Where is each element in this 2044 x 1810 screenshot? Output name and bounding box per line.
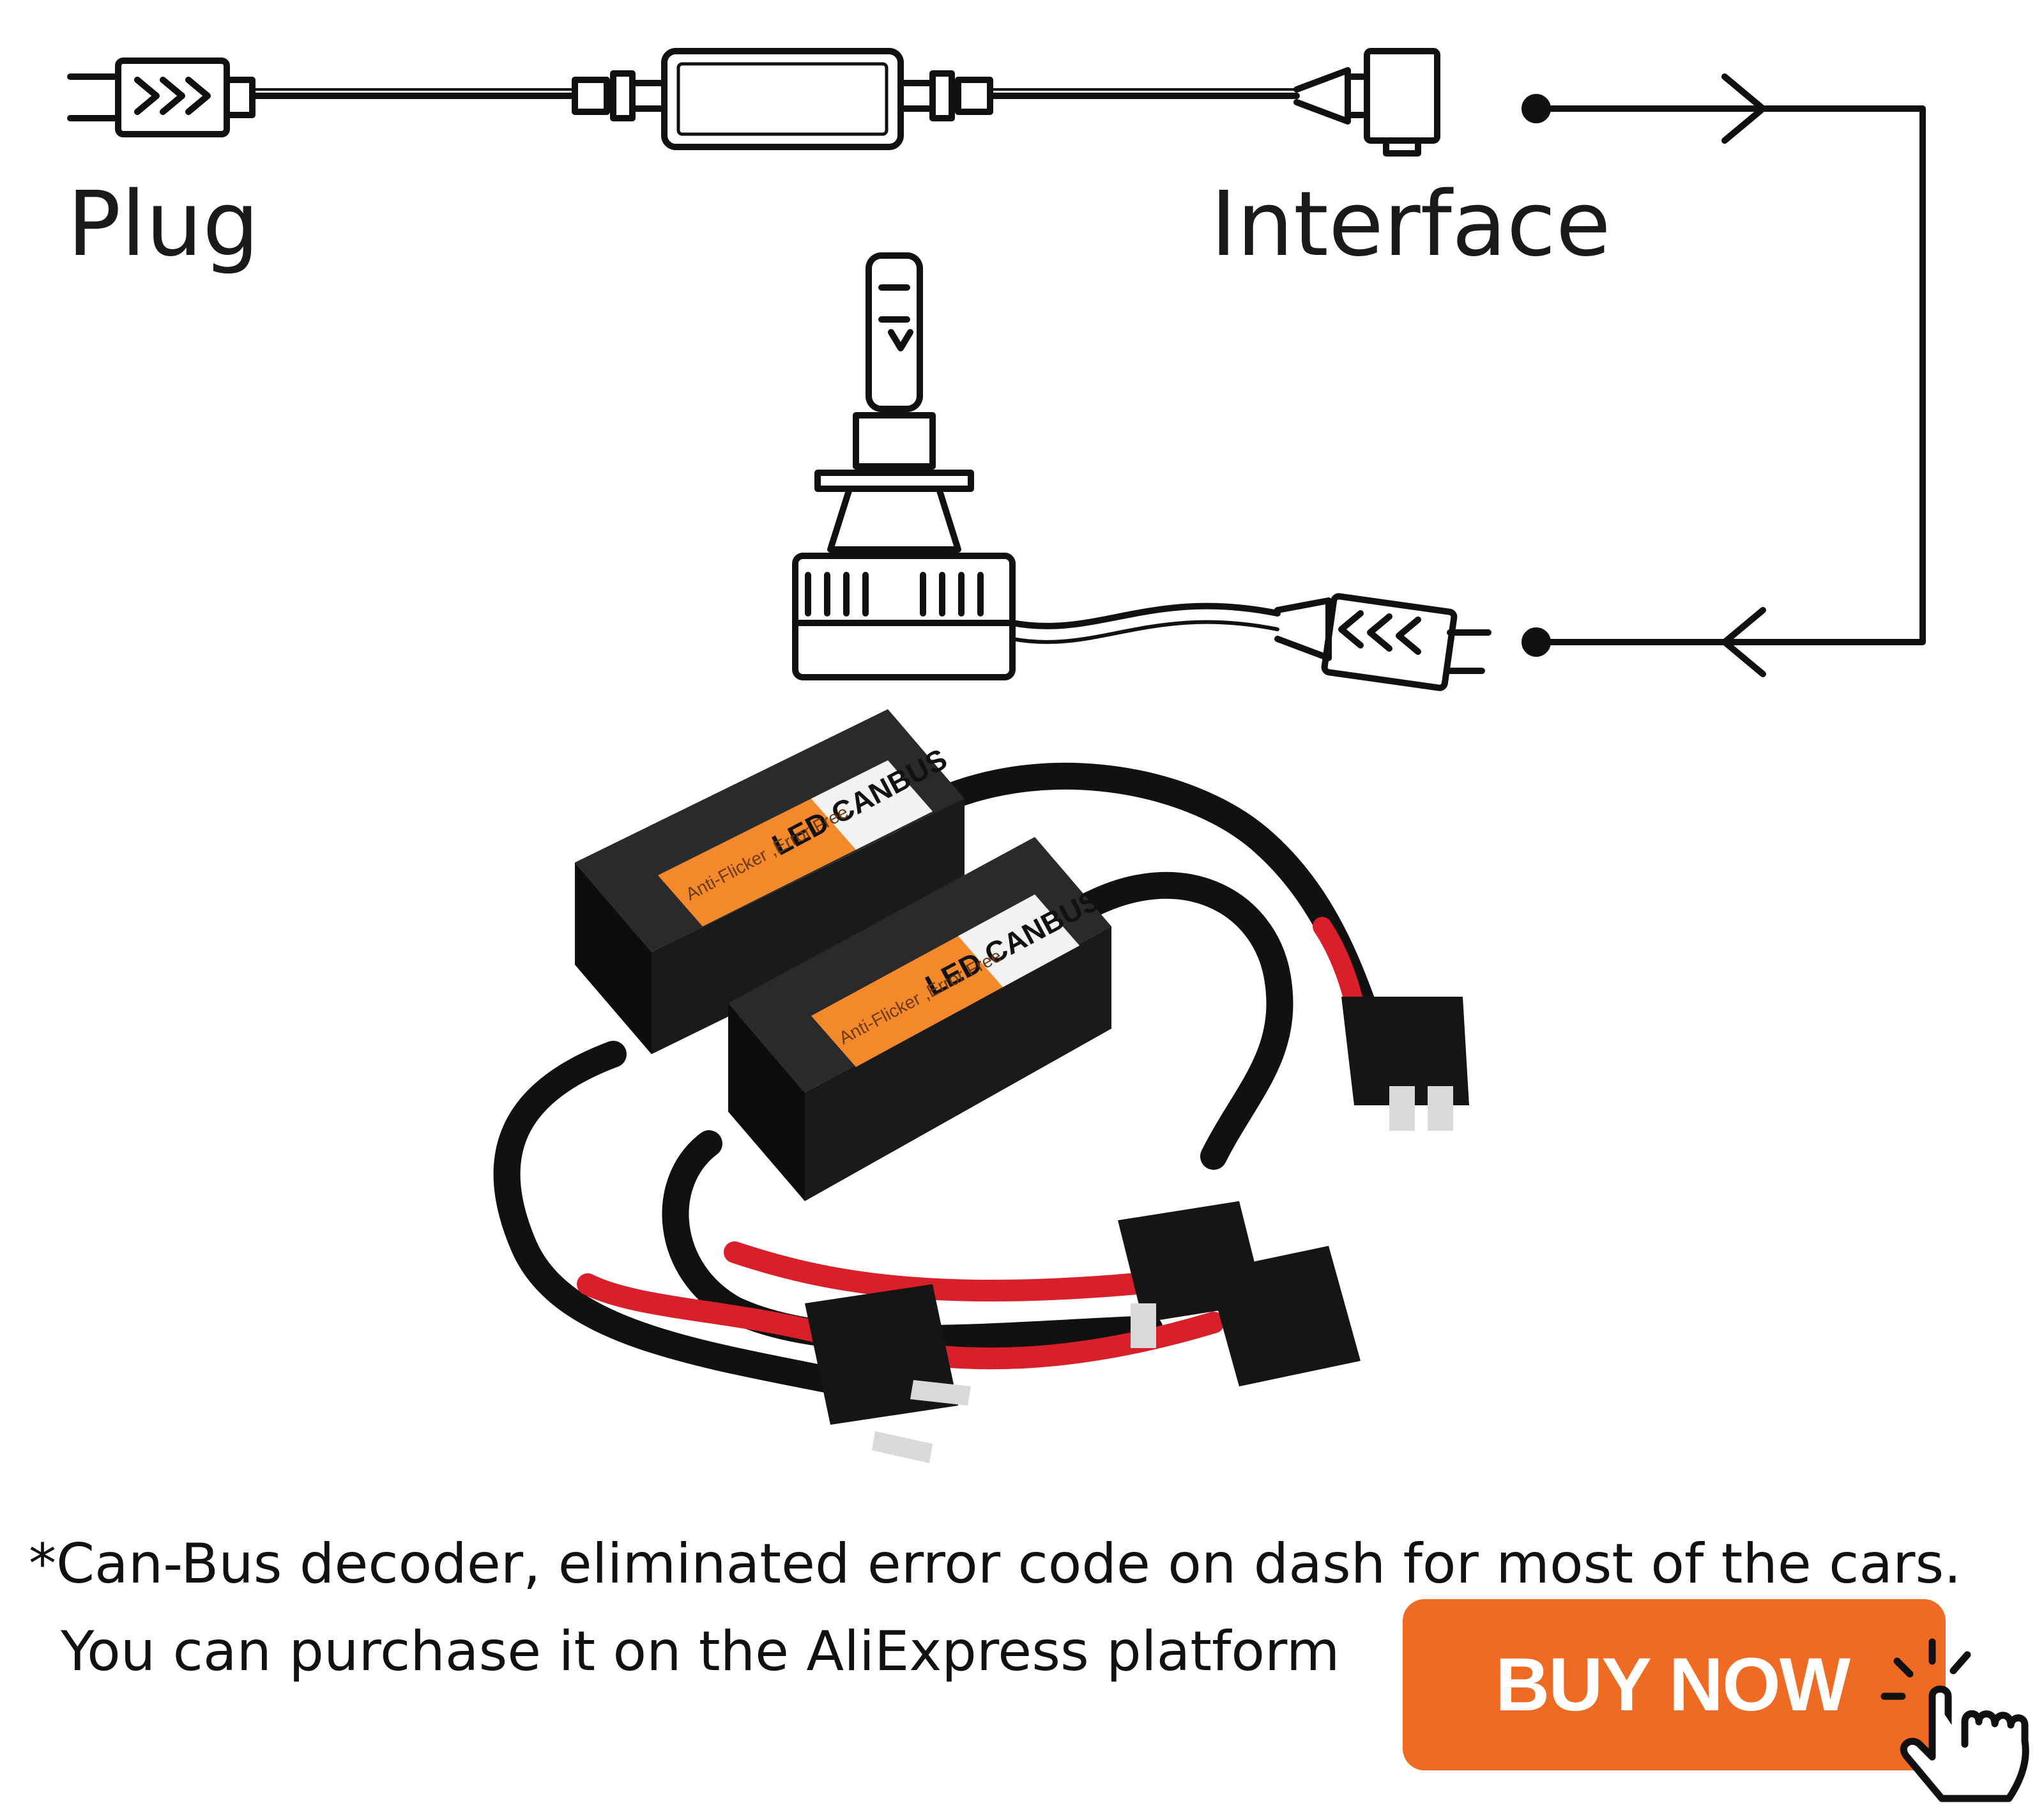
caption-line-2: You can purchase it on the AliExpress pl…: [61, 1620, 1340, 1683]
decoder-box-icon: [661, 48, 904, 150]
canbus-decoder-product-image: LED CANBUS Anti-Flicker ,Error Free LED …: [493, 709, 1469, 1463]
connection-loop-arrow: [1522, 73, 1926, 677]
h7-connector-icon: [805, 997, 1469, 1463]
plug-prongs-icon: [67, 73, 121, 121]
plug-label: Plug: [67, 173, 259, 277]
decoder-box-1-icon: LED CANBUS Anti-Flicker ,Error Free: [575, 709, 965, 1054]
decoder-box-2-icon: LED CANBUS Anti-Flicker ,Error Free: [728, 837, 1111, 1201]
bulb-plug-icon: [1274, 593, 1491, 691]
interface-label: Interface: [1210, 173, 1611, 277]
led-bulb-icon: [792, 252, 1016, 680]
wiring-diagram: [67, 48, 1926, 691]
buy-now-button[interactable]: BUY NOW: [1403, 1599, 1946, 1770]
interface-socket-icon: [1293, 48, 1440, 157]
plug-connector-icon: [115, 58, 256, 137]
buy-now-label: BUY NOW: [1495, 1643, 1850, 1727]
caption-line-1: *Can-Bus decoder, eliminated error code …: [29, 1532, 1962, 1596]
hand-pointer-click-icon: [1880, 1638, 2029, 1802]
